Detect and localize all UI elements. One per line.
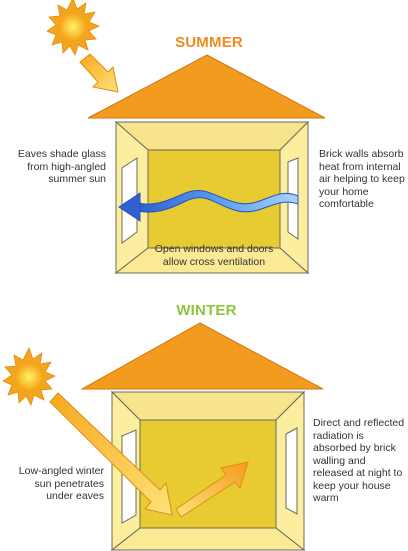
- low-angle-note: Low-angled winter sun penetrates under e…: [18, 465, 104, 502]
- summer-house-diagram: [46, 0, 326, 275]
- ventilation-note: Open windows and doors allow cross venti…: [154, 243, 274, 268]
- brick-walls-note: Brick walls absorb heat from internal ai…: [319, 148, 405, 210]
- house-body: [110, 390, 306, 551]
- winter-title: WINTER: [176, 302, 237, 319]
- sun-icon: [46, 0, 100, 57]
- roof: [80, 322, 324, 390]
- winter-panel: WINTER Low-angled winter sun penetrates …: [0, 290, 408, 551]
- roof: [87, 54, 326, 119]
- sun-ray-arrow: [49, 392, 173, 516]
- breeze-arrow: [118, 190, 299, 222]
- sun-icon: [2, 346, 56, 407]
- radiation-arrow: [175, 461, 249, 518]
- summer-panel: SUMMER Eaves shade glass from high-angle…: [0, 0, 408, 275]
- eaves-note: Eaves shade glass from high-angled summe…: [17, 148, 106, 185]
- winter-house-diagram: [2, 322, 324, 551]
- radiation-note: Direct and reflected radiation is absorb…: [313, 417, 405, 504]
- summer-title: SUMMER: [175, 34, 243, 51]
- sun-ray-arrow: [79, 53, 119, 93]
- right-window: [285, 427, 298, 515]
